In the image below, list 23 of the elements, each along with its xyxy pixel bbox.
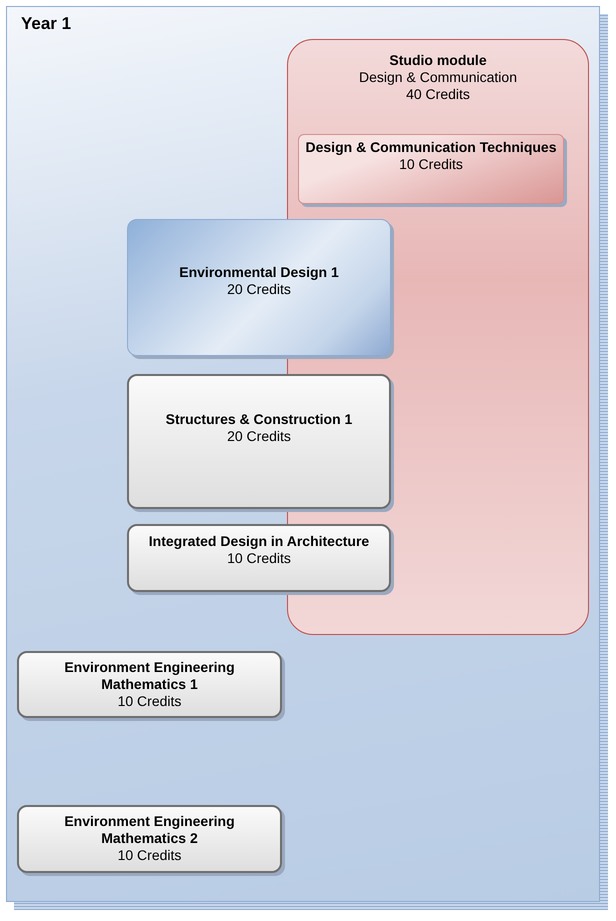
module-title: Environment Engineering Mathematics 2 xyxy=(63,813,236,847)
credits-text: 10 Credits xyxy=(398,156,464,173)
module-box xyxy=(127,374,391,509)
module-subtitle: Design & Communication xyxy=(358,69,518,86)
module-title: Studio module xyxy=(388,52,488,69)
module-title: Environmental Design 1 xyxy=(178,264,340,281)
credits-text: 10 Credits xyxy=(116,847,182,864)
module-box xyxy=(127,524,391,592)
module-title: Structures & Construction 1 xyxy=(164,411,354,428)
year-heading: Year 1 xyxy=(21,15,72,32)
module-box xyxy=(298,134,564,204)
credits-text: 10 Credits xyxy=(226,550,292,567)
module-box xyxy=(17,805,282,873)
module-title: Integrated Design in Architecture xyxy=(148,533,370,550)
credits-text: 40 Credits xyxy=(405,86,471,103)
module-title: Design & Communication Techniques xyxy=(305,139,557,156)
year-panel xyxy=(6,6,600,902)
module-box xyxy=(17,651,282,718)
module-title: Environment Engineering Mathematics 1 xyxy=(63,659,236,693)
credits-text: 20 Credits xyxy=(226,428,292,445)
module-box xyxy=(127,219,391,356)
credits-text: 20 Credits xyxy=(226,281,292,298)
credits-text: 10 Credits xyxy=(116,693,182,710)
